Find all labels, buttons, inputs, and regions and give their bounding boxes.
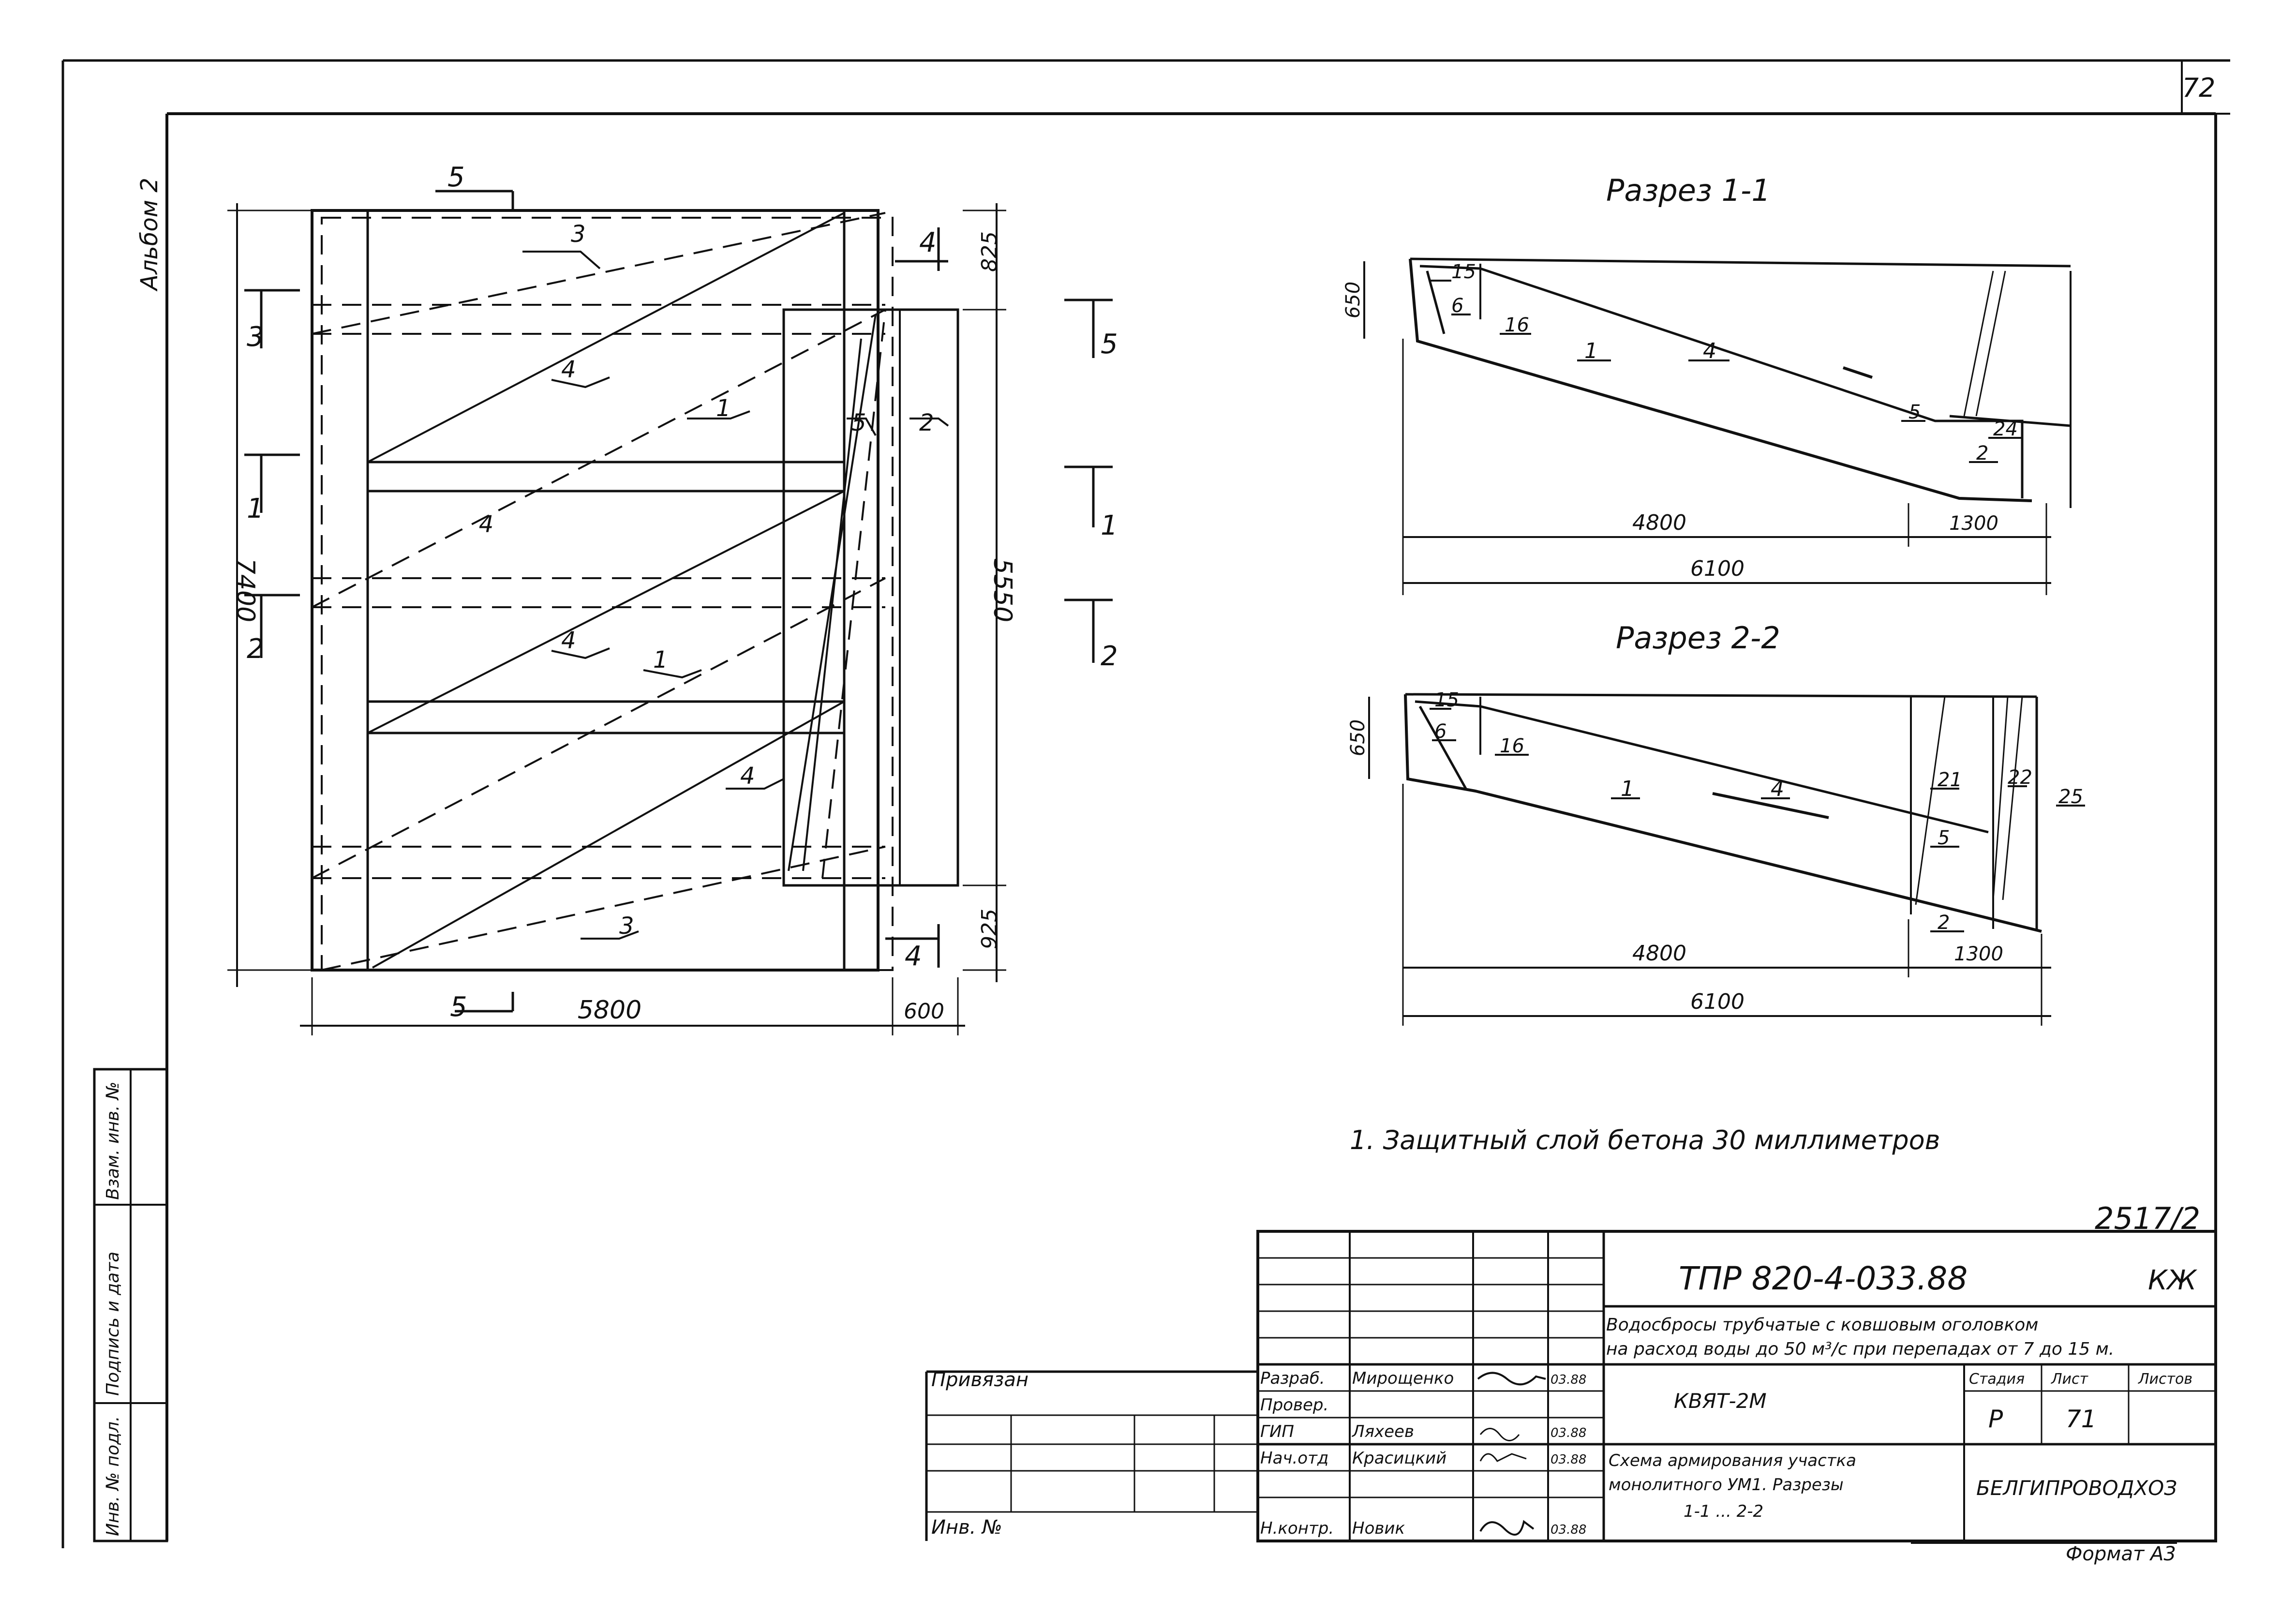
sheet-label: Лист — [2051, 1371, 2089, 1388]
plan-callout-1-top: 1 — [716, 395, 731, 422]
s1-dim-4800: 4800 — [1632, 510, 1686, 535]
stamp-podpis-data: Подпись и дата — [103, 1252, 123, 1396]
plan-callout-3-bottom: 3 — [619, 912, 634, 940]
plan-callout-3-top: 3 — [571, 221, 586, 248]
cut-5-bottom: 5 — [450, 991, 467, 1023]
name-razrab: Мирощенко — [1352, 1369, 1454, 1388]
s2-dim-6100: 6100 — [1690, 989, 1744, 1014]
cut-4-bottom: 4 — [905, 941, 922, 972]
stamp-vzam-inv: Взам. инв. № — [103, 1082, 123, 1200]
plan-callout-4-mid: 4 — [561, 627, 576, 654]
sheet-value: 71 — [2066, 1405, 2097, 1433]
side-stamp — [93, 1068, 168, 1542]
cut-2-right: 2 — [1101, 641, 1118, 672]
dim-5800: 5800 — [578, 996, 641, 1025]
description-line-2: на расход воды до 50 м³/с при перепадах … — [1606, 1339, 2114, 1359]
cut-2-left: 2 — [247, 633, 264, 665]
s2-callout-4: 4 — [1771, 777, 1784, 801]
plan-callout-4: 4 — [479, 511, 494, 538]
s1-callout-1: 1 — [1584, 339, 1598, 363]
inv-label: Инв. № — [931, 1516, 1002, 1539]
s2-callout-16: 16 — [1500, 735, 1524, 757]
title-block — [925, 1230, 2217, 1542]
sheet-number: 72 — [2182, 73, 2216, 103]
sheet-title-2: монолитного УМ1. Разрезы — [1609, 1475, 1844, 1495]
dim-925: 925 — [977, 909, 1002, 949]
cut-5-right: 5 — [1101, 329, 1118, 360]
section-2-drawing — [1368, 693, 2085, 1026]
date-razrab: 03.88 — [1551, 1373, 1586, 1387]
cut-3-left: 3 — [247, 321, 264, 353]
s1-callout-5: 5 — [1908, 401, 1921, 423]
plan-callout-2: 2 — [919, 409, 934, 436]
plan-callout-1-mid: 1 — [653, 646, 668, 673]
cut-1-left: 1 — [247, 493, 264, 524]
name-gip: Ляхеев — [1351, 1422, 1414, 1441]
stage-label: Стадия — [1969, 1371, 2025, 1388]
plan-callout-4-low: 4 — [740, 763, 755, 790]
s1-dim-6100: 6100 — [1690, 556, 1744, 581]
stage-value: Р — [1988, 1405, 2003, 1433]
s1-callout-15: 15 — [1451, 261, 1476, 283]
s1-callout-6: 6 — [1451, 295, 1463, 317]
date-n-kontr: 03.88 — [1551, 1523, 1586, 1537]
signatures — [1477, 1372, 1546, 1536]
name-n-kontr: Новик — [1352, 1519, 1405, 1538]
plan-callout-5: 5 — [851, 409, 866, 436]
section-1-drawing — [1363, 257, 2072, 595]
s2-callout-2: 2 — [1938, 912, 1950, 934]
s2-callout-5: 5 — [1938, 827, 1950, 849]
date-gip: 03.88 — [1551, 1426, 1586, 1440]
organization: БЕЛГИПРОВОДХОЗ — [1976, 1476, 2177, 1500]
cut-5-top: 5 — [447, 162, 465, 193]
role-prover: Провер. — [1260, 1395, 1328, 1415]
doc-code: ТПР 820-4-033.88 — [1679, 1260, 1968, 1297]
section-2-title: Разрез 2-2 — [1616, 620, 1780, 656]
s1-callout-16: 16 — [1505, 314, 1529, 336]
s2-callout-1: 1 — [1621, 777, 1634, 801]
attached-label: Привязан — [931, 1369, 1029, 1391]
cut-1-right: 1 — [1101, 510, 1118, 541]
sheets-label: Листов — [2138, 1371, 2192, 1388]
section-1-title: Разрез 1-1 — [1606, 173, 1771, 208]
s1-callout-24: 24 — [1993, 418, 2018, 440]
s1-callout-2: 2 — [1976, 442, 1988, 464]
plan-view — [227, 190, 1113, 1035]
s2-dim-1300: 1300 — [1954, 943, 2003, 965]
s1-dim-650: 650 — [1342, 282, 1364, 318]
description-line-1: Водосбросы трубчатые с ковшовым оголовко… — [1606, 1315, 2038, 1335]
s2-callout-15: 15 — [1434, 689, 1459, 711]
role-nach-otd: Нач.отд — [1260, 1449, 1328, 1468]
s1-callout-4: 4 — [1703, 339, 1716, 363]
stamp-inv-podl: Инв. № подл. — [103, 1416, 123, 1536]
sheet-title-3: 1-1 ... 2-2 — [1684, 1502, 1763, 1521]
object-code: КВЯТ-2М — [1674, 1389, 1767, 1413]
s2-callout-25: 25 — [2058, 786, 2083, 808]
dim-7400: 7400 — [231, 558, 260, 622]
s2-dim-4800: 4800 — [1632, 941, 1686, 966]
s2-callout-21: 21 — [1938, 769, 1962, 791]
sheet-title-1: Схема армирования участка — [1609, 1451, 1856, 1470]
dim-5550: 5550 — [988, 558, 1017, 622]
s2-dim-650: 650 — [1347, 719, 1369, 756]
name-nach-otd: Красицкий — [1352, 1449, 1446, 1468]
s2-callout-6: 6 — [1434, 720, 1446, 743]
s1-dim-1300: 1300 — [1949, 512, 1998, 535]
note-protective-layer: 1. Защитный слой бетона 30 миллиметров — [1350, 1125, 1940, 1155]
date-nach-otd: 03.88 — [1551, 1452, 1586, 1467]
dim-600: 600 — [904, 999, 944, 1024]
doc-mark: КЖ — [2148, 1265, 2198, 1296]
plan-callout-4-top: 4 — [561, 356, 576, 383]
role-gip: ГИП — [1260, 1422, 1294, 1441]
album-label: Альбом 2 — [136, 178, 163, 292]
role-razrab: Разраб. — [1260, 1369, 1325, 1388]
cut-4-top: 4 — [919, 227, 937, 258]
format-label: Формат А3 — [2066, 1543, 2176, 1565]
role-n-kontr: Н.контр. — [1260, 1519, 1334, 1538]
s2-callout-22: 22 — [2008, 766, 2032, 789]
dim-825: 825 — [977, 231, 1002, 272]
